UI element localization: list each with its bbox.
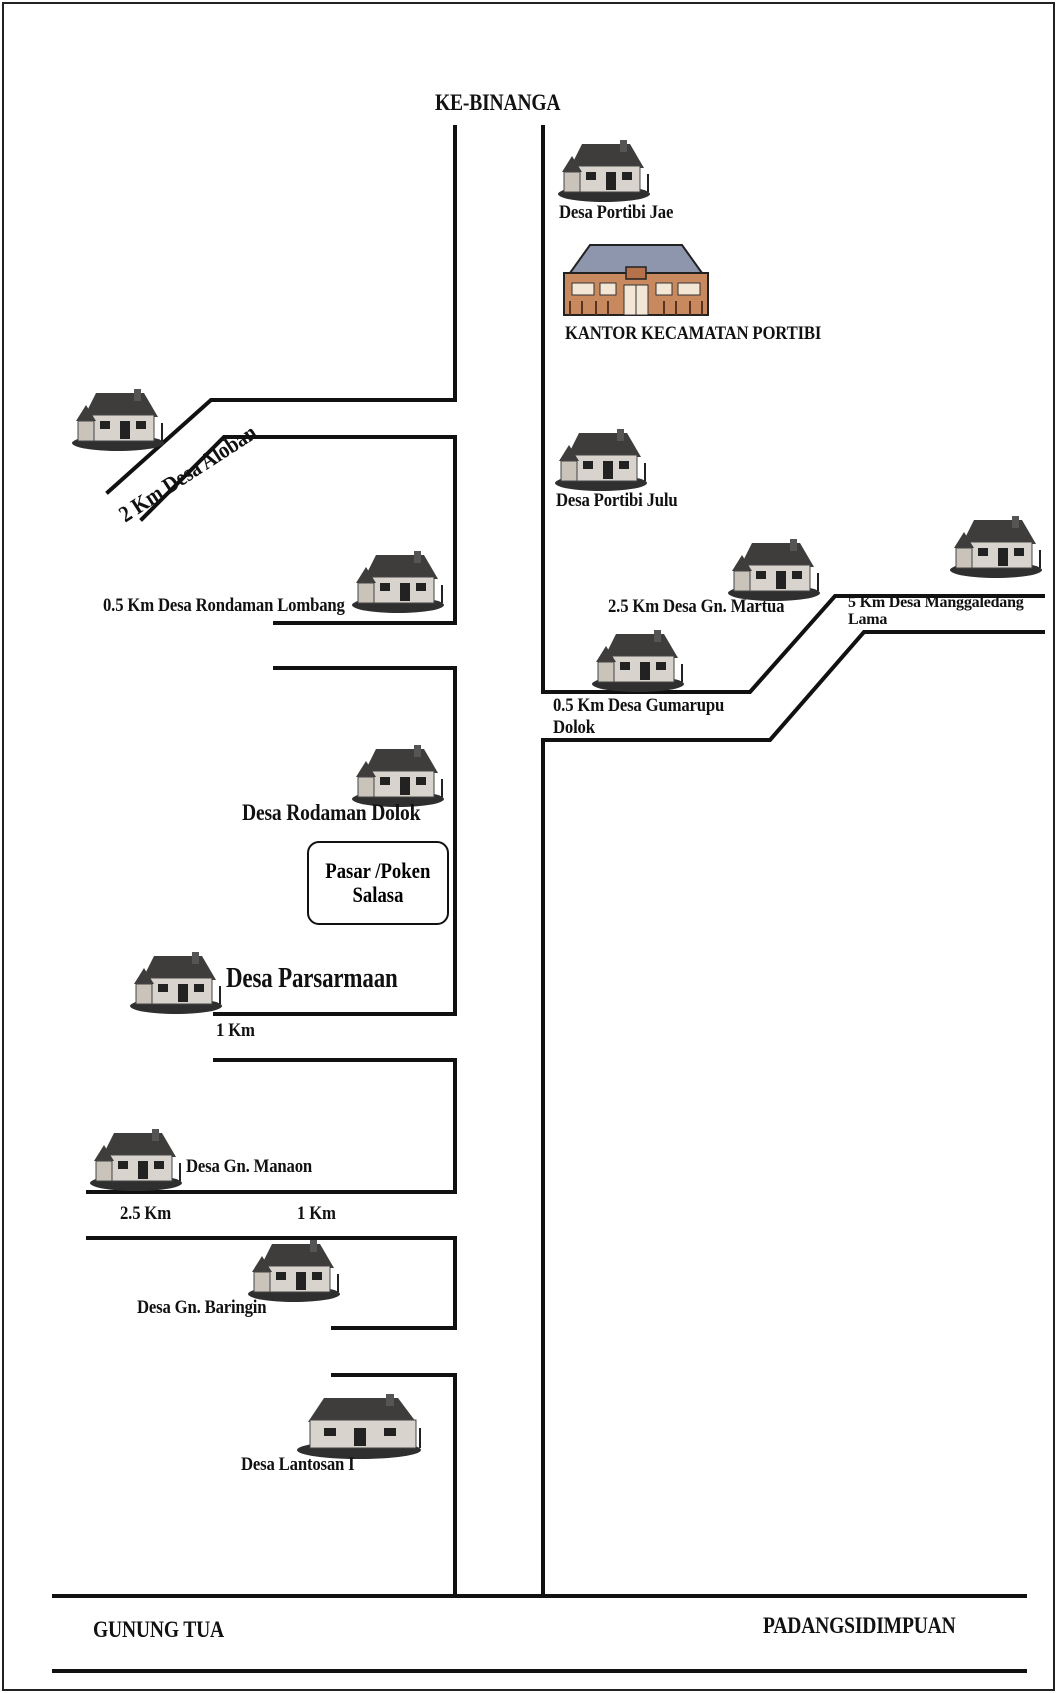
village-label-parsarmaan: Desa Parsarmaan [226, 963, 398, 994]
village-label-rodaman-dolok: Desa Rodaman Dolok [242, 800, 421, 825]
market-box: Pasar /Poken Salasa [307, 841, 449, 925]
aloban-road-upper [105, 398, 457, 495]
manggaledang-road-lower [541, 630, 1045, 742]
house-icon [592, 630, 684, 692]
village-label-gumarupu-2: Dolok [553, 717, 595, 738]
house-icon [352, 745, 444, 807]
office-label: KANTOR KECAMATAN PORTIBI [565, 323, 822, 344]
direction-label-bottom-right: PADANGSIDIMPUAN [763, 1613, 956, 1638]
village-label-manggaledang-2: Lama [848, 611, 888, 628]
aloban-road-lower [139, 435, 457, 522]
house-icon [558, 140, 650, 202]
house-icon [297, 1394, 421, 1459]
house-icon [555, 429, 647, 491]
house-icon [352, 551, 444, 613]
village-label-gn-martua: 2.5 Km Desa Gn. Martua [608, 596, 785, 617]
office-building-icon [563, 244, 709, 316]
distance-label-manaon-left: 2.5 Km [120, 1203, 171, 1224]
house-icon [950, 516, 1042, 578]
market-label-line2: Salasa [352, 882, 404, 907]
direction-label-top: KE-BINANGA [435, 90, 561, 115]
house-icon [130, 952, 222, 1014]
village-label-gn-baringin: Desa Gn. Baringin [137, 1297, 267, 1318]
market-label-line1: Pasar /Poken [325, 857, 431, 883]
house-icon [728, 539, 820, 601]
direction-label-bottom-left: GUNUNG TUA [93, 1617, 225, 1642]
village-label-portibi-jae: Desa Portibi Jae [559, 202, 674, 223]
distance-label-manaon-right: 1 Km [297, 1203, 336, 1224]
village-label-lantosan: Desa Lantosan I [241, 1454, 355, 1475]
house-icon [72, 389, 164, 451]
manggaledang-road-upper [541, 594, 1045, 694]
house-icon [90, 1129, 182, 1191]
distance-label-parsarmaan: 1 Km [216, 1020, 255, 1041]
village-label-portibi-julu: Desa Portibi Julu [556, 490, 678, 511]
house-icon [248, 1240, 340, 1302]
village-label-rondaman-lombang: 0.5 Km Desa Rondaman Lombang [103, 595, 345, 616]
village-label-gumarupu-1: 0.5 Km Desa Gumarupu [553, 695, 725, 716]
village-label-manggaledang-1: 5 Km Desa Manggaledang [848, 594, 1024, 611]
village-label-gn-manaon: Desa Gn. Manaon [186, 1156, 313, 1177]
